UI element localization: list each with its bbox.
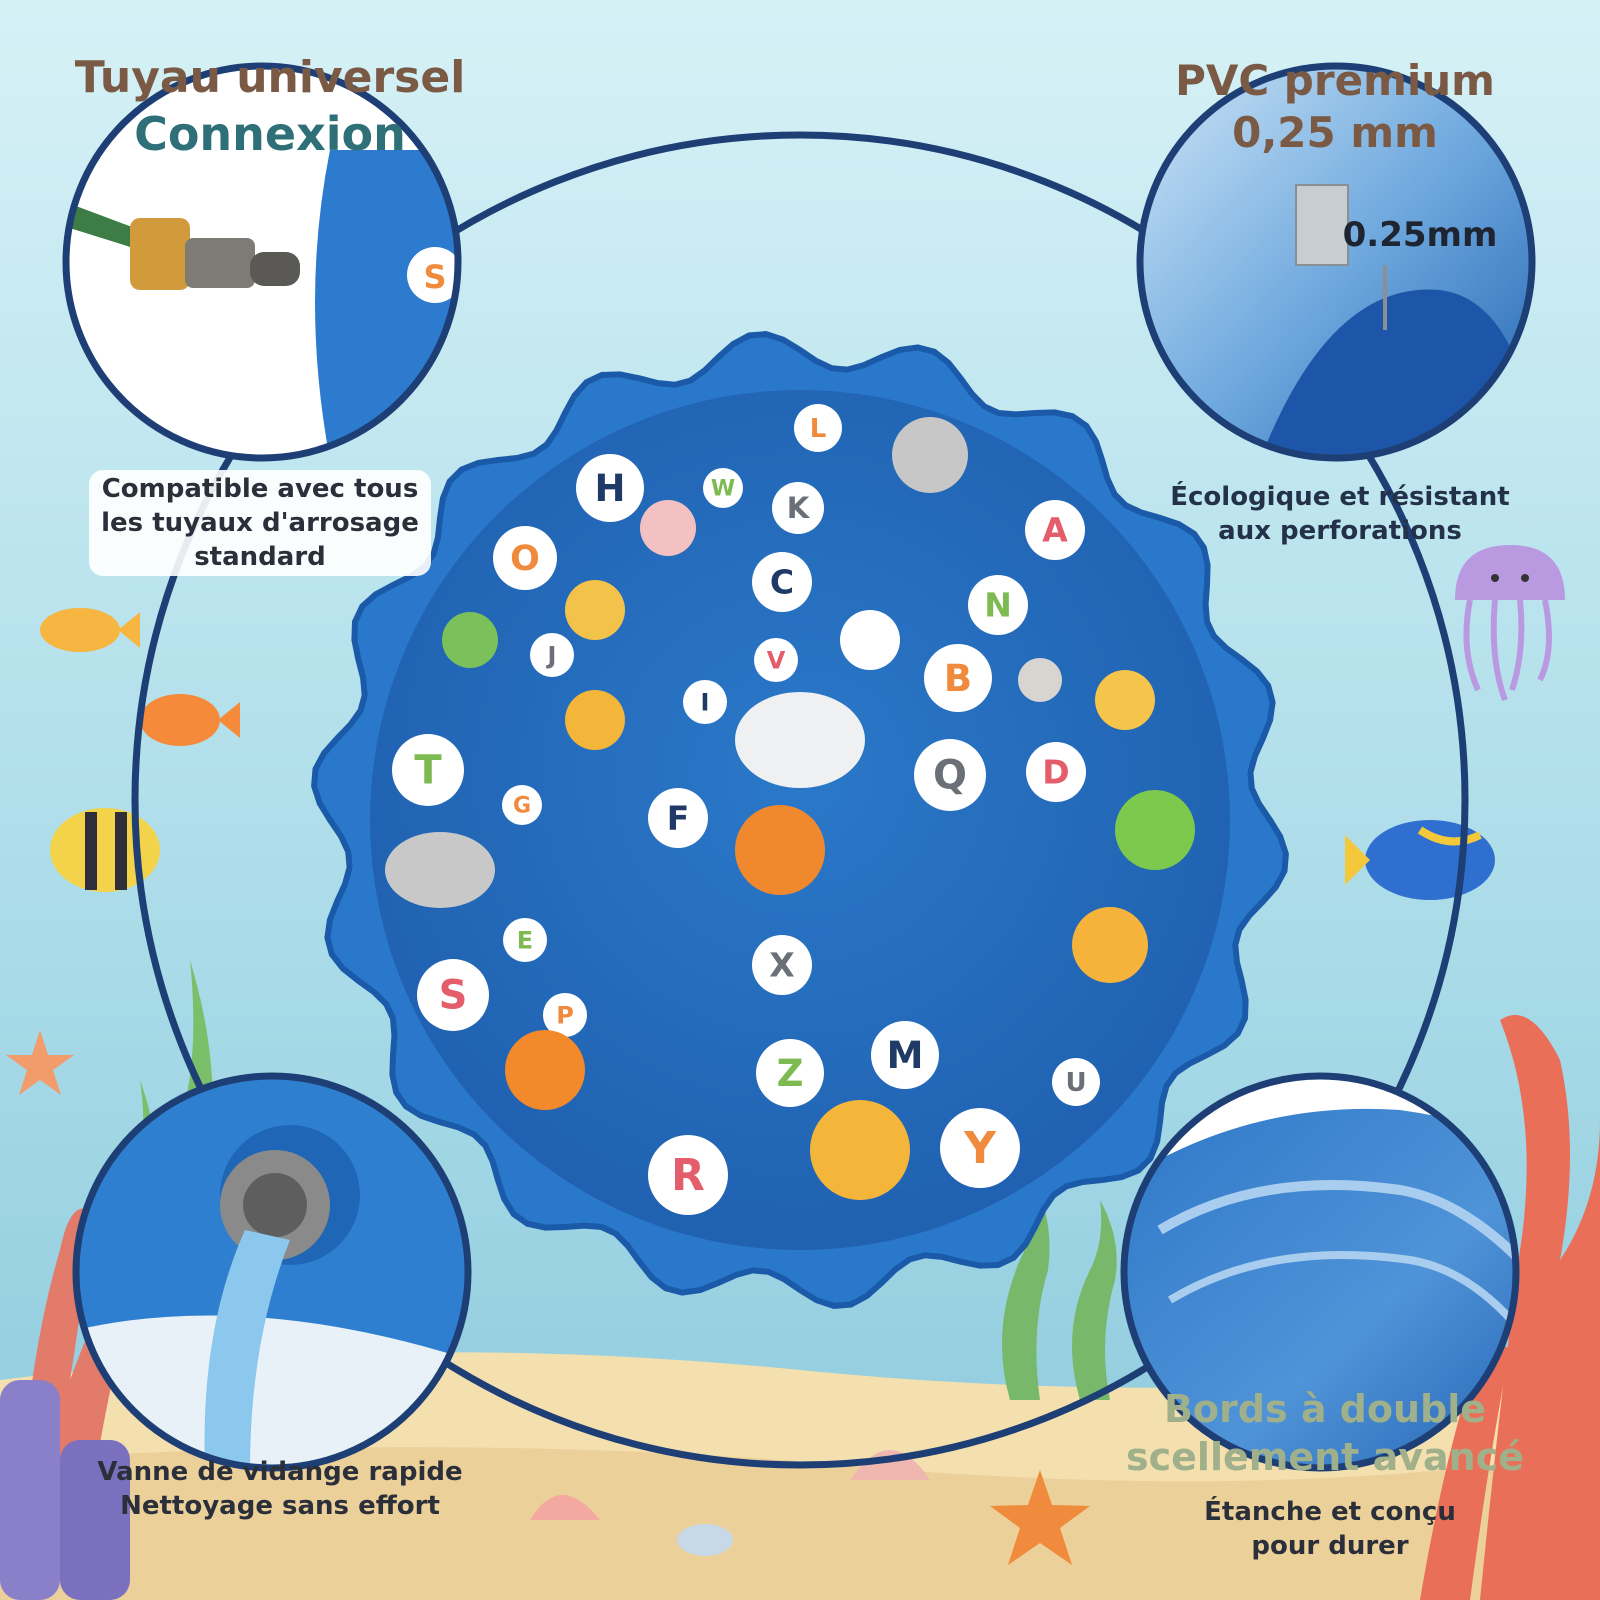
letter-glyph: E	[517, 926, 533, 954]
coral-right	[1420, 1015, 1600, 1600]
pvc-desc-line1: Écologique et résistant	[1170, 482, 1510, 512]
letter-glyph: Y	[963, 1123, 997, 1174]
letter-bubble	[648, 788, 708, 848]
seal-title: Bords à double scellement avancé	[1110, 1385, 1540, 1481]
letter-bubble	[754, 638, 798, 682]
letter-glyph: U	[1065, 1068, 1086, 1098]
letter-bubble	[417, 959, 489, 1031]
letter-glyph: G	[513, 794, 531, 819]
letter-glyph: I	[701, 688, 710, 716]
letter-bubble	[752, 935, 812, 995]
pvc-title: PVC premium 0,25 mm	[1120, 55, 1550, 159]
seal-title-line2: scellement avancé	[1126, 1435, 1524, 1479]
pvc-measure-label: 0.25mm	[1342, 215, 1498, 255]
letter-bubble	[871, 1021, 939, 1089]
hose-desc-line2: les tuyaux d'arrosage	[101, 508, 419, 538]
letter-glyph: W	[711, 477, 735, 502]
coral-left	[0, 1208, 136, 1600]
letter-bubble	[914, 739, 986, 811]
drain-desc-line2: Nettoyage sans effort	[120, 1491, 440, 1521]
hose-title: Tuyau universel Connexion	[60, 50, 480, 162]
starfish-icon	[6, 1030, 1090, 1565]
letter-glyph: K	[787, 491, 811, 525]
letter-bubble	[703, 468, 743, 508]
letter-bubble	[576, 454, 644, 522]
drain-description: Vanne de vidange rapide Nettoyage sans e…	[80, 1455, 480, 1523]
letter-glyph: S	[439, 973, 468, 1019]
letter-bubble	[392, 734, 464, 806]
svg-text:S: S	[423, 258, 446, 296]
hose-desc-line1: Compatible avec tous	[101, 474, 419, 504]
letter-bubble	[752, 552, 812, 612]
jellyfish-icon	[1455, 545, 1565, 702]
letter-glyph: H	[595, 467, 626, 510]
letter-bubble	[940, 1108, 1020, 1188]
letter-bubble	[968, 575, 1028, 635]
pvc-description: Écologique et résistant aux perforations	[1150, 480, 1530, 548]
letter-bubble	[503, 918, 547, 962]
letter-bubble	[1052, 1058, 1100, 1106]
callout-drain-valve	[72, 1072, 472, 1472]
letter-glyph: X	[769, 945, 794, 984]
letter-glyph: R	[671, 1150, 705, 1201]
letter-bubble	[683, 680, 727, 724]
letter-glyph: Q	[933, 753, 967, 799]
hose-title-line2: Connexion	[134, 107, 406, 161]
letter-glyph: T	[414, 748, 442, 794]
letter-glyph: V	[767, 646, 786, 674]
letter-bubble	[1026, 742, 1086, 802]
seal-description: Étanche et conçu pour durer	[1160, 1495, 1500, 1563]
letter-glyph: M	[887, 1034, 924, 1077]
letter-bubble	[648, 1135, 728, 1215]
animal-icons	[385, 417, 1195, 1200]
letter-glyph: D	[1042, 752, 1069, 791]
letter-bubble	[543, 993, 587, 1037]
letter-bubble	[502, 785, 542, 825]
pvc-desc-line2: aux perforations	[1218, 516, 1462, 546]
hose-desc-line3: standard	[194, 542, 326, 572]
letter-glyph: B	[944, 657, 972, 700]
letter-glyph: A	[1042, 510, 1068, 549]
callout-double-seal	[1120, 1072, 1520, 1472]
letter-bubble	[530, 633, 574, 677]
hose-title-line1: Tuyau universel	[74, 52, 466, 103]
letter-bubble	[1025, 500, 1085, 560]
pvc-title-line2: 0,25 mm	[1232, 108, 1438, 157]
seal-desc-line1: Étanche et conçu	[1204, 1497, 1456, 1527]
letter-glyph: P	[556, 1001, 574, 1029]
outer-ring	[131, 131, 1469, 1469]
letter-bubble	[924, 644, 992, 712]
letter-bubble	[756, 1039, 824, 1107]
letter-glyph: O	[510, 539, 540, 579]
splash-mat: L H W K A O C N J V B I T Q D G F E X S P M Z U R Y	[311, 331, 1289, 1309]
letter-glyph: L	[810, 414, 827, 444]
letter-glyph: N	[984, 585, 1012, 624]
letter-bubble	[493, 526, 557, 590]
letter-glyph: J	[546, 641, 557, 669]
letter-glyph: Z	[777, 1052, 804, 1095]
letter-glyph: F	[667, 798, 690, 837]
seal-title-line1: Bords à double	[1163, 1387, 1487, 1431]
drain-desc-line1: Vanne de vidange rapide	[97, 1457, 463, 1487]
letter-glyph: C	[770, 562, 794, 601]
seal-desc-line2: pour durer	[1251, 1531, 1409, 1561]
letter-bubble	[794, 404, 842, 452]
letter-bubble	[772, 482, 824, 534]
pvc-title-line1: PVC premium	[1175, 56, 1495, 105]
hose-description: Compatible avec tous les tuyaux d'arrosa…	[70, 470, 450, 576]
